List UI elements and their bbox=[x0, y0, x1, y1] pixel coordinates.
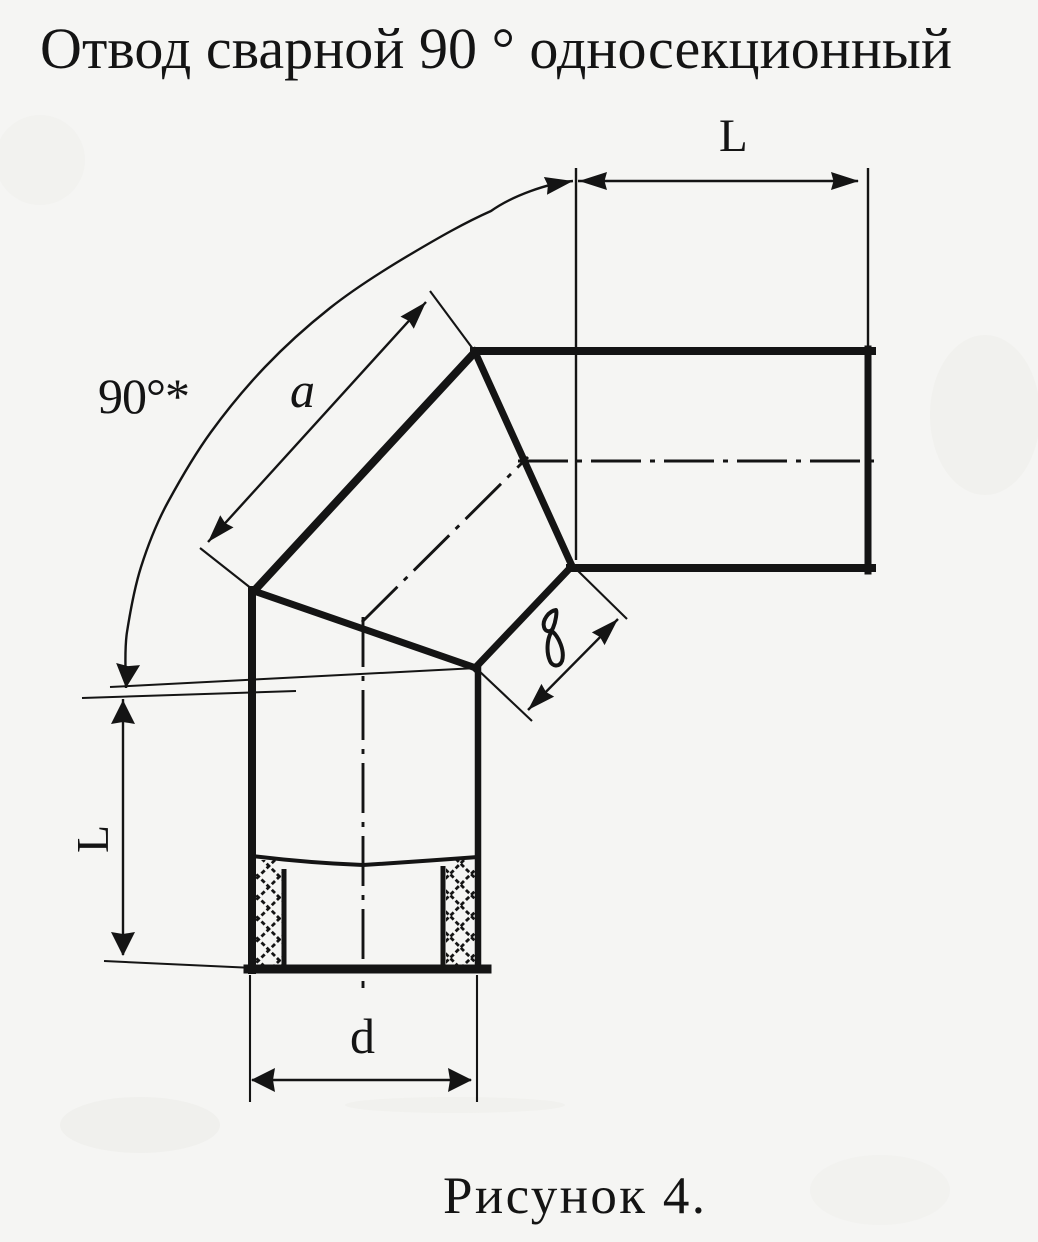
svg-text:L: L bbox=[719, 110, 748, 162]
svg-text:90°*: 90°* bbox=[98, 368, 189, 424]
svg-text:a: a bbox=[290, 362, 315, 418]
svg-text:Рисунок 4.: Рисунок 4. bbox=[443, 1167, 705, 1225]
svg-text:L: L bbox=[67, 825, 118, 853]
svg-text:d: d bbox=[350, 1008, 375, 1064]
svg-text:Отвод сварной 90 ° односекцион: Отвод сварной 90 ° односекционный bbox=[40, 16, 952, 81]
